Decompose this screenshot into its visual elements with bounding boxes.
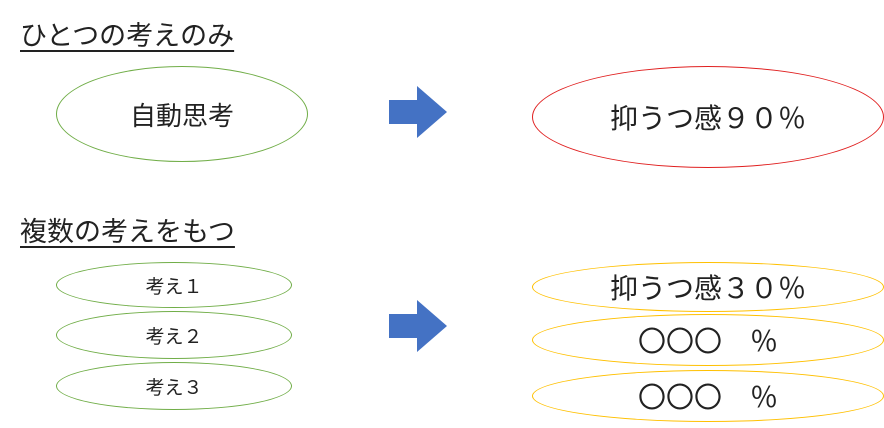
heading-single-thought: ひとつの考えのみ [20, 21, 235, 52]
heading-multiple-thoughts: 複数の考えをもつ [20, 217, 235, 248]
thought-2-ellipse: 考え２ [56, 311, 292, 359]
depression-90-ellipse: 抑うつ感９０％ [532, 66, 884, 168]
right-arrow-icon [389, 86, 447, 138]
result-3-ellipse: 〇〇〇 ％ [532, 370, 884, 422]
depression-30-ellipse: 抑うつ感３０％ [532, 262, 884, 312]
thought-3-ellipse: 考え３ [56, 362, 292, 410]
right-arrow-icon [389, 300, 447, 352]
automatic-thought-ellipse: 自動思考 [56, 66, 308, 162]
thought-1-ellipse: 考え１ [56, 262, 292, 308]
result-2-ellipse: 〇〇〇 ％ [532, 314, 884, 366]
